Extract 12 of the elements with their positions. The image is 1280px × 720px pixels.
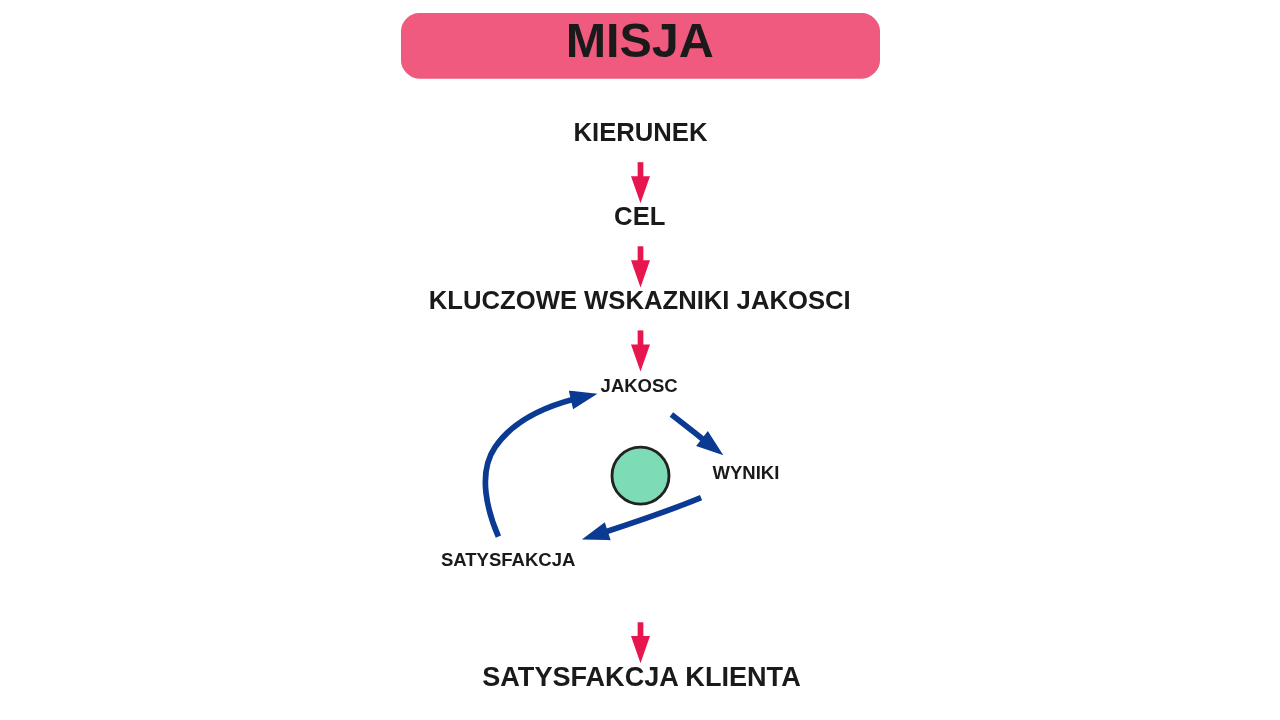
node-text: KIERUNEK [572, 118, 707, 147]
node-text: SATYSFAKCJA [440, 549, 575, 571]
node-box: MISJA [400, 13, 880, 79]
arrow [669, 412, 723, 456]
node-circle [610, 445, 670, 506]
node-text: WYNIKI [712, 462, 779, 484]
node-text: CEL [613, 202, 665, 231]
node-text: KLUCZOWE WSKAZNIKI JAKOSCI [428, 286, 851, 315]
node-text: SATYSFAKCJA KLIENTA [481, 660, 801, 692]
arrow [482, 390, 597, 538]
node-text: JAKOSC [600, 375, 678, 397]
arrow [581, 495, 702, 541]
